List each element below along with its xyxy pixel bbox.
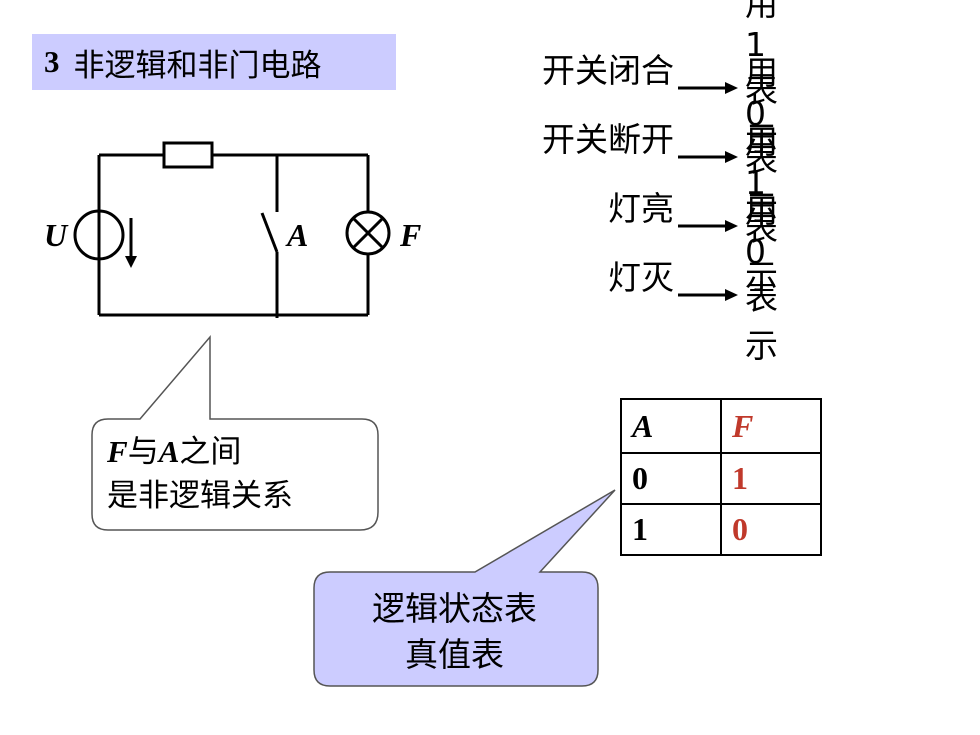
- rule-condition: 灯灭: [608, 258, 674, 297]
- table-header-a: A: [620, 398, 722, 454]
- switch: [260, 212, 279, 253]
- rule-result: 用0表示: [745, 52, 778, 227]
- voltage-source: [73, 209, 125, 261]
- voltage-arrow-icon: [125, 218, 137, 268]
- table-cell: 1: [620, 503, 722, 556]
- switch-label: A: [285, 217, 308, 253]
- callout-mid2: 之间: [179, 434, 242, 470]
- table-header-f: F: [720, 398, 822, 454]
- rule-condition: 灯亮: [608, 189, 674, 228]
- rule-result: 用1表示: [745, 121, 778, 296]
- callout-table-line1: 逻辑状态表: [372, 589, 537, 628]
- rule-condition: 开关断开: [542, 120, 674, 159]
- lamp-label: F: [399, 217, 421, 253]
- truth-table: A F 0 1 1 0: [620, 398, 822, 556]
- lamp-icon: [345, 210, 391, 256]
- table-cell: 1: [720, 452, 822, 505]
- callout-relation-line1: F与A之间: [107, 430, 293, 474]
- source-label: U: [44, 217, 69, 253]
- var-a: A: [158, 434, 180, 469]
- callout-table-line2: 真值表: [405, 635, 504, 674]
- var-f: F: [107, 434, 128, 469]
- table-cell: 0: [720, 503, 822, 556]
- rule-result: 用1表示: [745, 0, 778, 158]
- callout-mid1: 与: [127, 434, 159, 470]
- rule-condition: 开关闭合: [542, 51, 674, 90]
- callout-table-shape: [313, 489, 616, 687]
- callout-table-text: 逻辑状态表 真值表: [313, 586, 596, 678]
- section-number: 3: [44, 44, 60, 79]
- table-cell: 0: [620, 452, 722, 505]
- callout-relation-shape: [91, 334, 379, 531]
- rule-arrows: [678, 82, 738, 301]
- table-row: 1 0: [620, 503, 822, 556]
- section-title-text: 非逻辑和非门电路: [73, 47, 322, 84]
- table-row: 0 1: [620, 452, 822, 505]
- rule-result: 用0表示: [745, 190, 778, 365]
- callout-relation-line2: 是非逻辑关系: [107, 478, 293, 514]
- section-title: 3 非逻辑和非门电路: [32, 34, 396, 90]
- resistor: [162, 141, 214, 169]
- callout-relation-text: F与A之间 是非逻辑关系: [107, 430, 293, 518]
- circuit-wires: [97, 153, 370, 318]
- table-header-row: A F: [620, 398, 822, 454]
